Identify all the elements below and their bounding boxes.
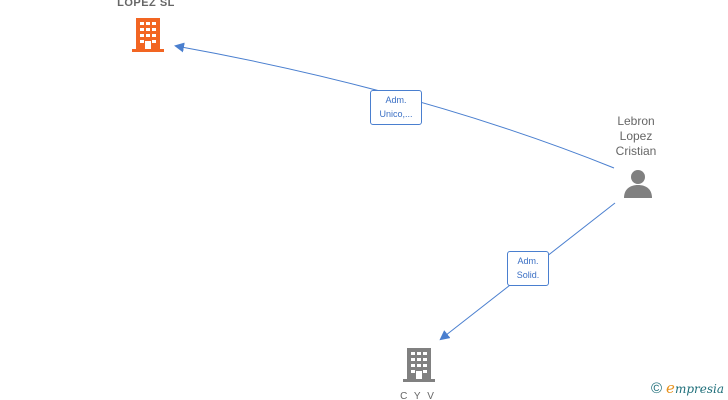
building-icon[interactable] <box>132 18 164 52</box>
edge-label-line: Adm. <box>517 256 539 266</box>
company-bottom-label: C Y V <box>400 391 436 400</box>
person-label-line: Cristian <box>615 144 657 158</box>
edge-label-line: Adm. <box>385 95 407 105</box>
person-label-line: Lopez <box>619 129 653 143</box>
person-icon[interactable] <box>623 169 653 199</box>
edge-label-line: Solid. <box>516 270 540 280</box>
brand-name: mpresia <box>674 382 724 396</box>
edge-label-line: Unico,... <box>379 109 413 119</box>
company-top-label: LOPEZ SL <box>117 0 175 9</box>
edge-label-adm-unico[interactable]: Adm. Unico,... <box>370 90 422 125</box>
building-icon[interactable] <box>403 348 435 382</box>
copyright-icon: © <box>650 380 663 397</box>
person-label-line: Lebron <box>617 114 655 128</box>
empresia-watermark: ©empresia <box>651 379 724 397</box>
person-label: Lebron Lopez Cristian <box>596 114 676 159</box>
edge-label-adm-solid[interactable]: Adm. Solid. <box>507 251 549 286</box>
brand-initial: e <box>666 379 675 397</box>
